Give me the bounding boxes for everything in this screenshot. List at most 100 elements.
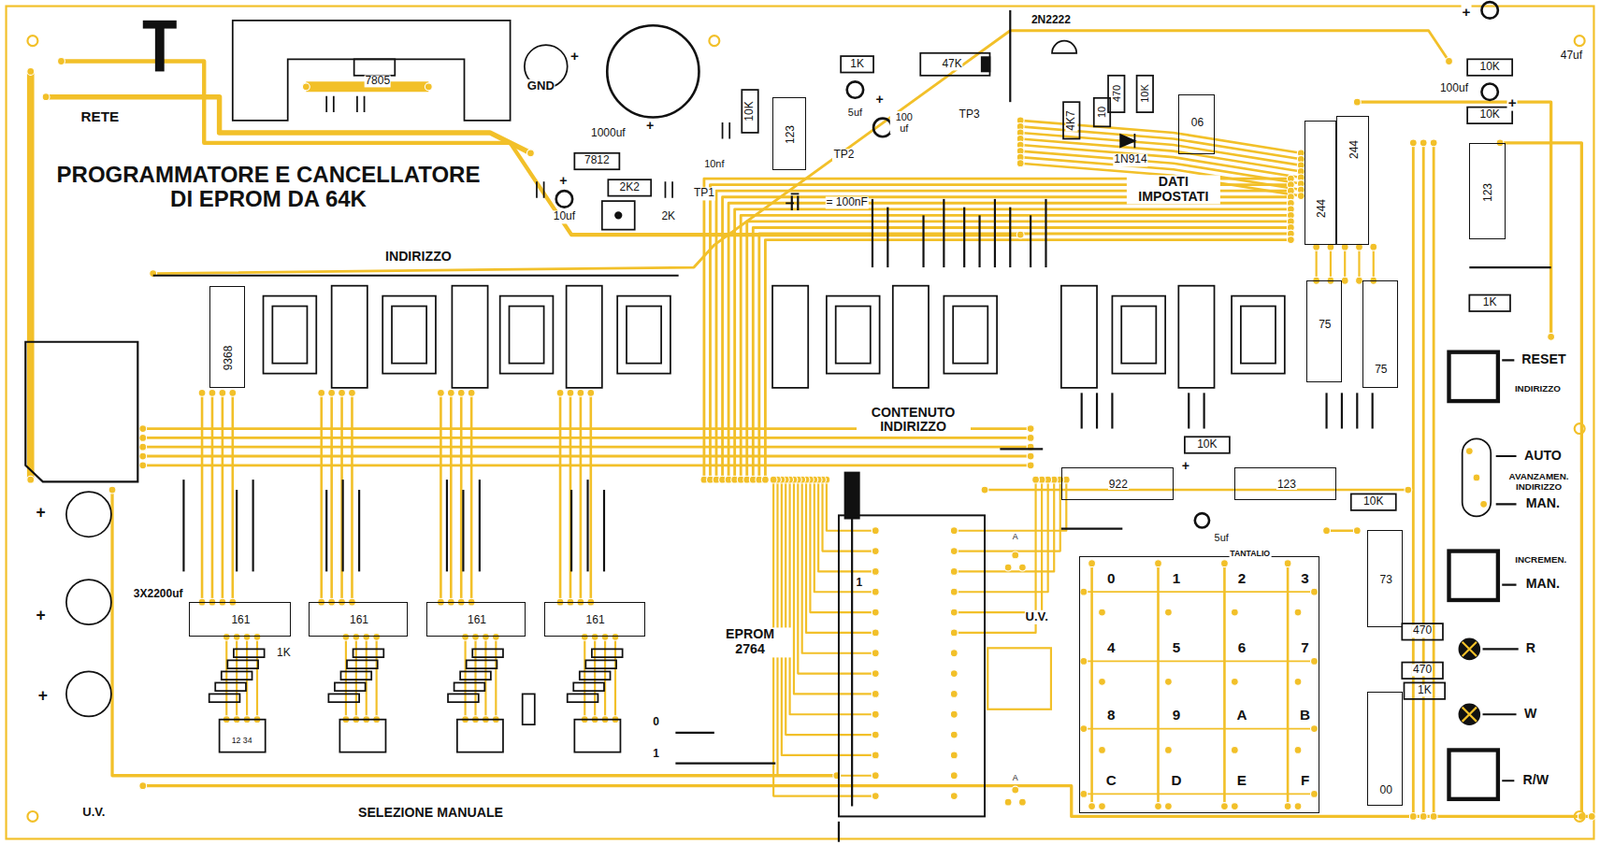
component-value: 1000uf (590, 127, 627, 140)
part-number: 244 (1348, 139, 1360, 160)
solder-pad (1221, 803, 1229, 811)
copper-trace (153, 30, 1450, 274)
capacitor-symbol (326, 96, 799, 204)
board-marking: MAN. (1525, 496, 1561, 512)
solder-pad (1004, 798, 1012, 807)
component-value: 10 (1095, 105, 1108, 119)
board-marking: + (35, 504, 47, 522)
part-number: 922 (1108, 478, 1129, 491)
component-value: 1K (1482, 296, 1499, 309)
copper-trace (809, 479, 876, 613)
copper-trace (230, 392, 234, 603)
resistor-outline (447, 693, 479, 703)
ic-outline (1061, 286, 1097, 389)
solder-pad (1154, 560, 1163, 568)
ic-chip: 73 (1367, 530, 1403, 628)
component-value: TP3 (958, 109, 981, 122)
part-number: 06 (1190, 116, 1205, 129)
component-value: 100 uf (890, 111, 919, 134)
part-number: 73 (1379, 574, 1394, 586)
solder-pad (871, 792, 880, 801)
board-marking: TANTALIO (1228, 549, 1271, 560)
led-symbol (1462, 642, 1477, 722)
solder-pad (526, 149, 534, 158)
component-value: A (1011, 774, 1020, 784)
display-outline (500, 296, 554, 375)
resistor-outline (1401, 663, 1443, 679)
wire-jumper (1044, 199, 1047, 268)
board-marking: 1 (651, 749, 661, 762)
solder-pad (611, 633, 620, 641)
resistor-outline (981, 57, 991, 72)
solder-pad (1016, 230, 1024, 239)
wire-jumper (871, 199, 874, 268)
wire-jumper (586, 479, 589, 572)
solder-pad (871, 690, 880, 698)
solder-pad (950, 608, 958, 617)
solder-pad (139, 461, 147, 470)
capacitor-outline (1195, 513, 1210, 528)
copper-trace (569, 392, 573, 603)
solder-pad (871, 629, 880, 637)
socket-lever (845, 472, 860, 519)
push-button (1449, 749, 1499, 799)
resistor-outline (1063, 101, 1080, 139)
copper-trace (953, 479, 1042, 613)
key-label: B (1298, 707, 1312, 722)
solder-pad (1323, 527, 1331, 535)
board-marking: U.V. (81, 805, 106, 819)
solder-pad (243, 633, 251, 641)
component-value: 10K (1478, 60, 1500, 73)
wire-jumper (675, 763, 776, 765)
resistor-outline (1469, 295, 1511, 312)
solder-pad (232, 633, 241, 641)
slide-switch (1462, 438, 1492, 517)
generated-outlines (209, 286, 1285, 703)
copper-trace (211, 392, 215, 603)
wire-jumper (886, 207, 889, 268)
solder-pad (871, 629, 880, 637)
regulator-body (354, 58, 396, 75)
solder-pad (1221, 560, 1229, 568)
component-value: 2K (660, 211, 677, 224)
solder-pad (556, 389, 564, 397)
wire-jumper (153, 274, 679, 277)
solder-pad (871, 527, 880, 535)
resistor-outline (1403, 682, 1445, 699)
copper-trace (579, 392, 583, 603)
solder-pad (871, 690, 880, 698)
solder-pad (27, 67, 35, 75)
solder-pad (871, 588, 880, 596)
copper-trace (1372, 246, 1375, 281)
wire-jumper (235, 490, 238, 572)
solder-pad (950, 710, 958, 719)
solder-pad (1011, 786, 1020, 794)
solder-pad (1026, 452, 1035, 461)
board-marking: + (569, 48, 580, 65)
solder-pad (871, 710, 880, 719)
solder-pad (1154, 803, 1163, 811)
resistor-outline (346, 660, 378, 669)
copper-trace (589, 392, 592, 603)
solder-pad (1404, 486, 1413, 494)
board-marking: SELEZIONE MANUALE (357, 806, 505, 822)
solder-pad (1026, 461, 1035, 470)
solder-pad (461, 633, 470, 641)
wire-jumper (478, 479, 481, 572)
copper-trace (953, 479, 1054, 572)
resistor-outline (920, 53, 990, 76)
mains-connector (25, 342, 138, 483)
wire-jumper (978, 215, 981, 268)
solder-pad (1480, 500, 1488, 508)
solder-pad (472, 633, 480, 641)
solder-pad (1587, 812, 1596, 821)
mounting-hole (27, 35, 38, 46)
wire-jumper (603, 490, 606, 572)
solder-pad (317, 389, 326, 397)
wire-jumper (994, 199, 996, 268)
display-window (626, 306, 662, 364)
copper-trace (704, 178, 1291, 480)
ic-chip: 161 (544, 602, 646, 637)
solder-pad (871, 772, 880, 780)
copper-trace (1286, 563, 1290, 808)
